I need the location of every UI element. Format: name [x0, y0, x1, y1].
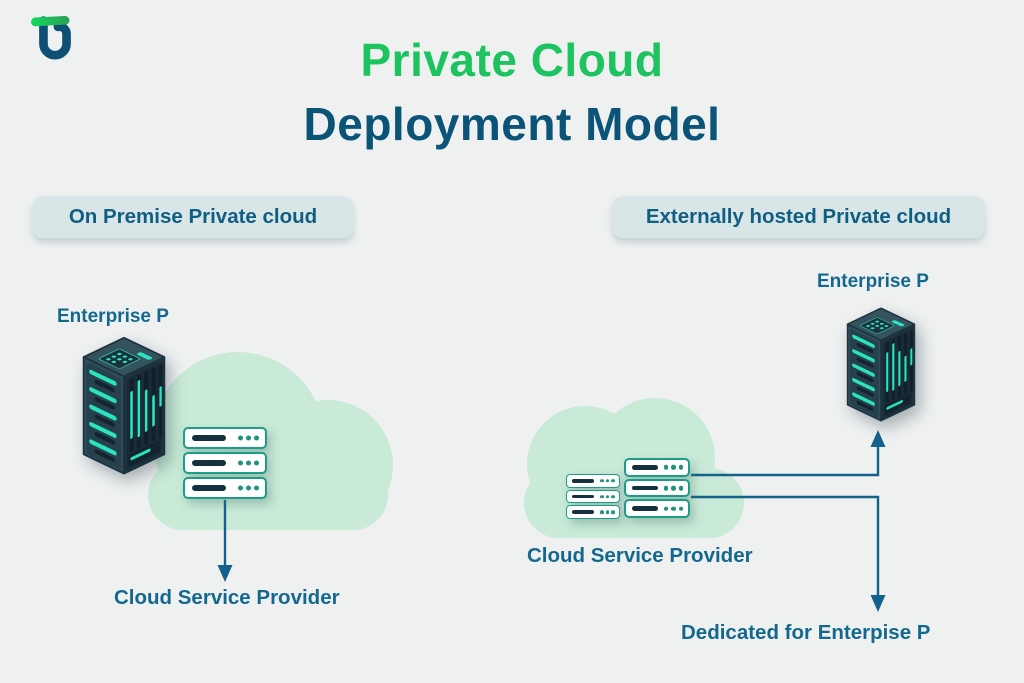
badge-on-premise: On Premise Private cloud	[32, 196, 354, 238]
rack-bar	[631, 485, 658, 491]
provider-label-right: Cloud Service Provider	[527, 544, 753, 567]
rack-led-dots	[237, 460, 259, 466]
rack-bar	[192, 434, 226, 442]
title-line-1: Private Cloud	[360, 34, 664, 86]
server-tower-icon-left	[82, 336, 166, 475]
rack-led-dots	[663, 506, 684, 511]
rack-led-dots	[237, 485, 259, 491]
rack-led-dots	[600, 494, 615, 499]
rack-led-dots	[600, 479, 615, 483]
rack-bar	[571, 478, 594, 483]
rack-unit	[183, 427, 267, 449]
rack-bar	[571, 510, 594, 515]
rack-bar	[631, 506, 658, 512]
tu-logo	[31, 15, 71, 60]
cloud-shape-left	[148, 352, 393, 530]
rack-unit	[624, 478, 690, 498]
badge-externally-hosted: Externally hosted Private cloud	[612, 196, 985, 238]
server-rack-right-small	[566, 474, 620, 520]
rack-bar	[192, 484, 226, 492]
rack-unit	[183, 452, 267, 474]
rack-unit	[624, 499, 690, 519]
rack-led-dots	[663, 465, 684, 470]
rack-unit	[183, 477, 267, 499]
page-title: Private Cloud Deployment Model	[0, 28, 1024, 156]
server-tower-icon-right	[846, 307, 916, 422]
provider-label-left: Cloud Service Provider	[114, 586, 340, 609]
rack-unit	[566, 505, 620, 520]
server-rack-left	[183, 427, 267, 499]
rack-bar	[571, 494, 594, 499]
enterprise-label-right: Enterprise P	[817, 271, 929, 292]
rack-led-dots	[600, 510, 615, 514]
rack-unit	[624, 458, 690, 477]
rack-bar	[192, 459, 226, 467]
rack-led-dots	[237, 435, 259, 441]
rack-led-dots	[663, 485, 684, 491]
server-rack-right-large	[624, 458, 690, 519]
enterprise-label-left: Enterprise P	[57, 306, 169, 327]
rack-bar	[631, 464, 658, 470]
rack-unit	[566, 474, 620, 488]
dedicated-label: Dedicated for Enterpise P	[681, 621, 931, 644]
rack-unit	[566, 489, 620, 504]
title-line-2: Deployment Model	[303, 98, 721, 150]
